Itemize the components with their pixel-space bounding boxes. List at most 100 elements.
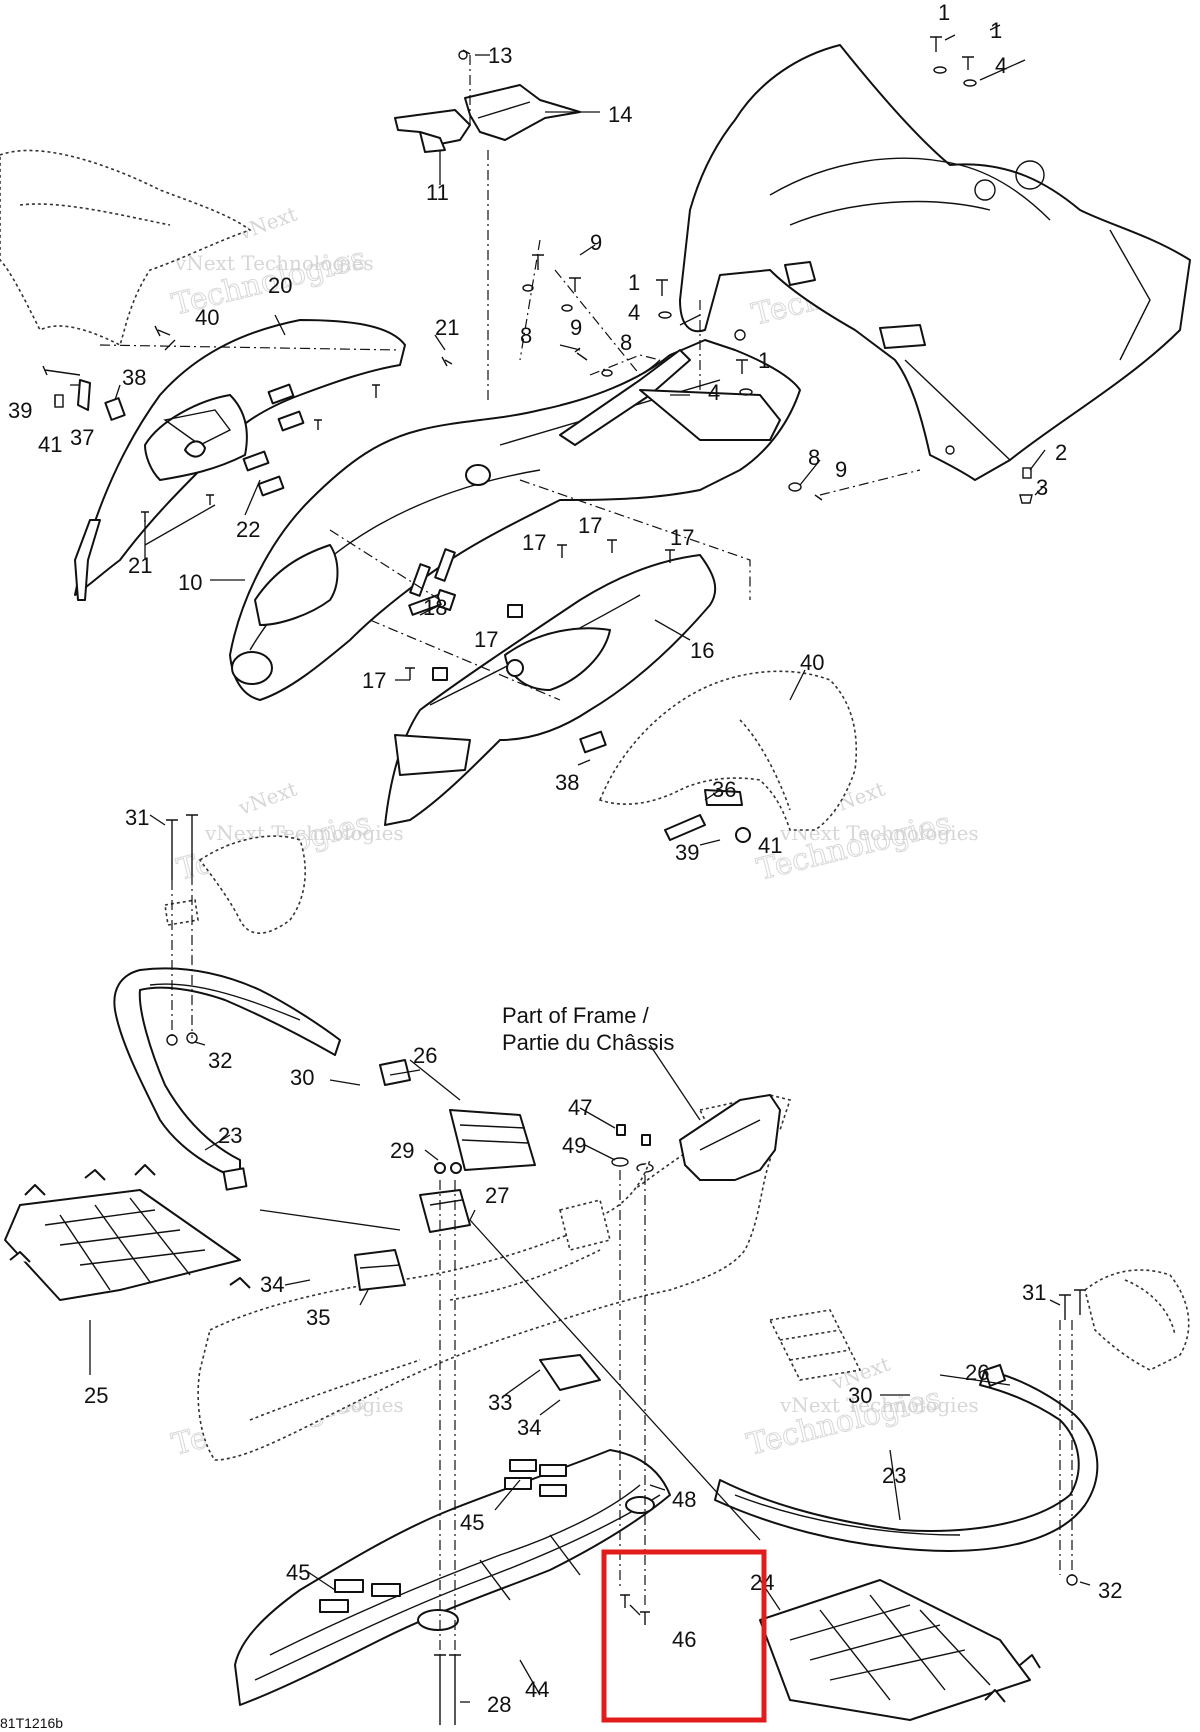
callout-label: 26 <box>965 1360 989 1385</box>
upper-brace <box>559 349 781 446</box>
watermark-inline: vNext Technologies <box>779 1393 979 1417</box>
callout-label: 29 <box>390 1138 414 1163</box>
callout-label: 37 <box>70 425 94 450</box>
callout-label: 41 <box>758 833 782 858</box>
callout-label: 38 <box>122 365 146 390</box>
callout-label: 17 <box>670 525 694 550</box>
callout-label: 16 <box>690 638 714 663</box>
watermark-inline: vNext Technologies <box>204 821 404 845</box>
callout-label: 30 <box>290 1065 314 1090</box>
callout-label: 35 <box>306 1305 330 1330</box>
watermark-inline: vNext Technologies <box>174 251 374 275</box>
callout-label: 9 <box>590 230 602 255</box>
callout-label: 4 <box>628 300 640 325</box>
callout-label: 34 <box>260 1272 284 1297</box>
callout-label: 4 <box>995 53 1007 78</box>
callout-label: 17 <box>578 513 602 538</box>
callout-label: 21 <box>435 315 459 340</box>
left-footrest-grid <box>4 1164 251 1301</box>
callout-label: 17 <box>474 627 498 652</box>
callout-label: 2 <box>1055 440 1067 465</box>
callout-label: 31 <box>1022 1280 1046 1305</box>
callout-label: 49 <box>562 1133 586 1158</box>
callout-label: 22 <box>236 517 260 542</box>
lower-side-panel <box>384 548 717 826</box>
assembly-lines <box>99 55 1073 1655</box>
callout-label: 17 <box>522 530 546 555</box>
callout-label: 47 <box>568 1095 592 1120</box>
callout-label: 31 <box>125 805 149 830</box>
right-rear-bracket-dotted <box>1084 1269 1190 1371</box>
callout-label: 38 <box>555 770 579 795</box>
callout-label: 3 <box>1036 475 1048 500</box>
callout-label: 32 <box>1098 1578 1122 1603</box>
callout-label: 48 <box>672 1487 696 1512</box>
small-pads <box>319 1459 567 1613</box>
rear-bracket-dotted <box>164 835 306 934</box>
callout-label: 1 <box>990 18 1002 43</box>
left-bumper <box>113 967 341 1191</box>
callout-label: 9 <box>835 457 847 482</box>
callout-label: 21 <box>128 553 152 578</box>
callout-label: 23 <box>882 1463 906 1488</box>
callout-label: 44 <box>525 1677 549 1702</box>
callout-label: 9 <box>570 315 582 340</box>
frame-note-line1: Part of Frame / <box>502 1003 650 1028</box>
upper-small-panels <box>394 50 581 153</box>
right-fender-dotted <box>579 670 858 843</box>
right-footrest-grid <box>759 1579 1041 1721</box>
frame-note-line2: Partie du Châssis <box>502 1030 674 1055</box>
callout-label: 46 <box>672 1627 696 1652</box>
callout-label: 41 <box>38 432 62 457</box>
callout-label: 1 <box>758 348 770 373</box>
callout-label: 14 <box>608 102 632 127</box>
callout-label: 23 <box>218 1123 242 1148</box>
callout-label: 18 <box>423 595 447 620</box>
callout-label: 25 <box>84 1383 108 1408</box>
callout-label: 36 <box>712 777 736 802</box>
callout-label: 1 <box>628 270 640 295</box>
callout-label: 45 <box>286 1560 310 1585</box>
leader-lines <box>54 24 1091 1703</box>
callout-label: 34 <box>517 1415 541 1440</box>
right-footpeg-dotted <box>768 1309 862 1381</box>
callout-label: 40 <box>800 650 824 675</box>
watermark-vnext: vNext <box>235 202 300 245</box>
callout-label: 20 <box>268 273 292 298</box>
watermark-vnext: vNext <box>235 777 300 820</box>
right-bumper <box>714 1364 1099 1552</box>
callout-label: 27 <box>485 1183 509 1208</box>
callout-label: 26 <box>413 1043 437 1068</box>
left-fender <box>74 319 406 601</box>
center-skid-plate <box>234 1449 671 1706</box>
callout-label: 33 <box>488 1390 512 1415</box>
callout-label: 45 <box>460 1510 484 1535</box>
highlight-box <box>601 1549 767 1723</box>
callout-label: 13 <box>488 43 512 68</box>
frame-note: Part of Frame / Partie du Châssis <box>502 1003 674 1055</box>
front-fascia <box>679 44 1191 481</box>
callout-label: 8 <box>808 445 820 470</box>
frame-tower-piece <box>679 1094 781 1181</box>
callout-label: 1 <box>938 0 950 25</box>
callout-label: 4 <box>708 380 720 405</box>
callout-labels: 1 1 4 1 4 1 4 2 3 9 8 9 8 8 9 13 14 11 2… <box>8 0 1122 1717</box>
callout-label: 32 <box>208 1048 232 1073</box>
callout-label: 30 <box>848 1383 872 1408</box>
watermark-technologies: Technologies <box>753 806 954 888</box>
callout-label: 11 <box>426 180 449 205</box>
main-frame-dotted <box>197 1094 792 1461</box>
main-body-panel <box>229 339 801 701</box>
callout-label: 39 <box>8 398 32 423</box>
callout-label: 10 <box>178 570 202 595</box>
callout-label: 8 <box>520 323 532 348</box>
callout-label: 39 <box>675 840 699 865</box>
callout-label: 8 <box>620 330 632 355</box>
center-brackets <box>354 1059 601 1391</box>
seat-outline <box>0 149 252 347</box>
callout-label: 17 <box>362 668 386 693</box>
callout-label: 28 <box>487 1692 511 1717</box>
diagram-code: 81T1216b <box>0 1715 63 1731</box>
callout-label: 40 <box>195 305 219 330</box>
